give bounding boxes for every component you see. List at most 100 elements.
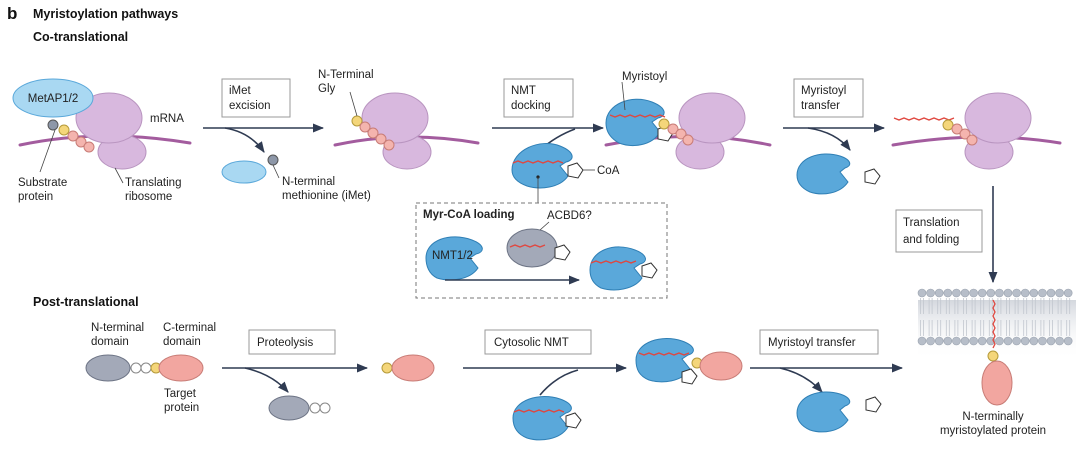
lipid-tail (1014, 320, 1019, 336)
released-metap (221, 160, 267, 184)
lipid-head (1020, 288, 1030, 298)
nterm-gly-label-1: N-Terminal (318, 69, 374, 81)
lipid-tail (928, 320, 933, 336)
lipid-tail (937, 298, 942, 314)
lipid-tail (1006, 320, 1010, 336)
metap-label: MetAP1/2 (28, 93, 79, 105)
target-label-1: Target (164, 388, 197, 400)
lipid-head (1003, 288, 1013, 298)
ribosome-label-2: ribosome (125, 191, 172, 203)
nmt-myrcoa (511, 142, 573, 189)
stage-nmt-docked: Myristoyl (604, 71, 772, 170)
step-nmt-docking: NMT docking CoA (492, 78, 620, 203)
nmt-bound-target (635, 338, 743, 385)
lipid-head (926, 288, 935, 298)
step-cytosolic-nmt-label: Cytosolic NMT (494, 337, 569, 349)
lipid-tail (1023, 298, 1028, 314)
acbd6-label: ACBD6? (547, 210, 592, 222)
mrna-label: mRNA (150, 113, 184, 125)
lipid-head (1046, 336, 1056, 346)
lipid-tail (1031, 320, 1036, 336)
lipid-tail (1049, 320, 1053, 336)
lipid-head (1029, 288, 1039, 298)
lipid-tail (1066, 320, 1071, 336)
lipid-tail (920, 320, 924, 336)
nmt-apo (425, 236, 483, 281)
lipid-head (934, 336, 944, 346)
lipid-tail (1014, 298, 1019, 314)
myristoyl-label: Myristoyl (622, 71, 667, 83)
substrate-label-2: protein (18, 191, 53, 203)
step-myristoyl-transfer-2: transfer (801, 100, 840, 112)
coa-pentagon (567, 162, 584, 179)
myr-coa-loading-title: Myr-CoA loading (423, 209, 515, 221)
lipid-tail (997, 298, 1002, 314)
lipid-tail (980, 320, 985, 336)
lipid-head (977, 288, 987, 298)
lipid-tail (1066, 298, 1071, 314)
lipid-head (1012, 288, 1021, 298)
ribosome-large-subunit (75, 92, 143, 144)
gly-bead (58, 124, 70, 136)
lipid-head (1038, 336, 1047, 346)
lipid-head (1063, 288, 1073, 298)
lipid-head (1003, 336, 1013, 346)
step-myristoyl-transfer-post-label: Myristoyl transfer (768, 337, 856, 349)
lipid-tail (1006, 298, 1010, 314)
lipid-tail (954, 320, 959, 336)
coa-label: CoA (597, 165, 620, 177)
lipid-tail (1031, 298, 1036, 314)
lipid-tail (988, 320, 993, 336)
post-substrate: N-terminal domain C-terminal domain Targ… (85, 322, 216, 414)
step-nmt-docking-1: NMT (511, 85, 536, 97)
final-label-2: myristoylated protein (940, 425, 1046, 437)
step-nmt-docking-2: docking (511, 100, 551, 112)
imet-label-2: methionine (iMet) (282, 190, 371, 202)
nterm-gly-label-2: Gly (318, 83, 336, 95)
myr-coa-loading-inset: Myr-CoA loading NMT1/2 ACBD6? (415, 202, 668, 299)
released-imet (267, 154, 279, 166)
lipid-head (986, 288, 996, 298)
lipid-tail (980, 298, 985, 314)
imet-label-1: N-terminal (282, 176, 335, 188)
lipid-tail (988, 298, 993, 314)
panel-label: b (7, 4, 17, 23)
final-label-1: N-terminally (962, 411, 1024, 423)
lipid-head (977, 336, 987, 346)
lipid-tail (997, 320, 1002, 336)
lipid-tail (1049, 298, 1053, 314)
c-domain-label-2: domain (163, 336, 201, 348)
n-domain-label-2: domain (91, 336, 129, 348)
chain-bead (75, 136, 87, 148)
lipid-head (1055, 288, 1064, 298)
lipid-tail (1057, 320, 1062, 336)
lipid-tail (963, 298, 967, 314)
lipid-head (969, 336, 978, 346)
lipid-tail (1023, 320, 1028, 336)
lipid-head (917, 336, 927, 346)
lipid-head (952, 336, 961, 346)
step-translation-1: Translation (903, 217, 959, 229)
cleaved-target (381, 354, 435, 382)
stage-translating-ribosome: MetAP1/2 mRNA Substrate protein Translat… (12, 78, 192, 203)
lipid-head (917, 288, 927, 298)
membrane (917, 288, 1076, 360)
lipid-head (1046, 288, 1056, 298)
lipid-head (960, 336, 970, 346)
lipid-tail (945, 298, 950, 314)
section-co-translational: Co-translational (33, 30, 128, 44)
step-proteolysis-label: Proteolysis (257, 337, 313, 349)
lipid-tail (1057, 298, 1062, 314)
final-product: N-terminally myristoylated protein (940, 299, 1046, 437)
lipid-head (995, 336, 1004, 346)
lipid-head (943, 336, 953, 346)
c-domain-label-1: C-terminal (163, 322, 216, 334)
imet-bead (47, 119, 59, 131)
lipid-head (1038, 288, 1047, 298)
lipid-head (1020, 336, 1030, 346)
lipid-head (952, 288, 961, 298)
step-imet-excision-2: excision (229, 100, 271, 112)
step-translation-2: and folding (903, 234, 959, 246)
lipid-tail (928, 298, 933, 314)
